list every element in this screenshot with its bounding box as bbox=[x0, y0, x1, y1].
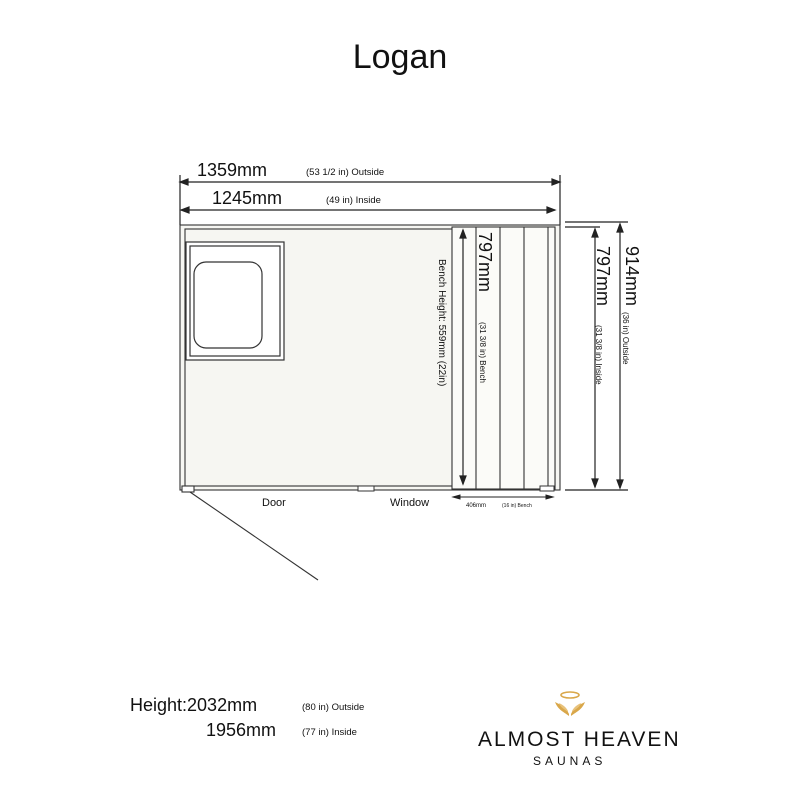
height-inside-value: 1956mm bbox=[206, 720, 277, 740]
inside-width-dimension-line bbox=[179, 206, 557, 214]
bench-width-note: (16 in) Bench bbox=[502, 503, 532, 509]
door-label: Door bbox=[262, 497, 286, 509]
outside-depth-note: (36 in) Outside bbox=[621, 312, 630, 365]
window-label: Window bbox=[390, 497, 430, 509]
inside-width-value: 1245mm bbox=[212, 188, 283, 208]
bench-width-value: 406mm bbox=[466, 503, 487, 509]
outside-depth-dimension-line bbox=[565, 221, 628, 491]
inside-depth-dimension-line bbox=[565, 226, 600, 489]
inside-depth-note: (31 3/8 in) Inside bbox=[594, 325, 603, 385]
door-swing bbox=[181, 485, 319, 581]
inside-width-note: (49 in) Inside bbox=[326, 195, 381, 206]
bench-depth-note: (31 3/8 in) Bench bbox=[478, 322, 487, 383]
halo-wings-icon bbox=[555, 691, 585, 716]
window-frame bbox=[357, 485, 555, 492]
inside-depth-value: 797mm bbox=[593, 246, 613, 307]
brand-sub: SAUNAS bbox=[533, 754, 607, 768]
outside-width-value: 1359mm bbox=[197, 160, 268, 180]
height-outside-value: Height:2032mm bbox=[130, 695, 258, 715]
heater bbox=[185, 241, 285, 361]
brand-name: ALMOST HEAVEN bbox=[478, 728, 681, 751]
bench-slats bbox=[451, 226, 556, 490]
height-inside-note: (77 in) Inside bbox=[302, 727, 357, 738]
outside-depth-value: 914mm bbox=[622, 246, 642, 307]
outside-width-note: (53 1/2 in) Outside bbox=[306, 167, 385, 178]
outside-width-dimension-line bbox=[178, 175, 562, 225]
bench-height-label: Bench Height: 559mm (22in) bbox=[436, 259, 447, 387]
bench-depth-value: 797mm bbox=[475, 232, 495, 293]
bench-depth-dimension-line bbox=[459, 228, 467, 486]
page-title: Logan bbox=[352, 38, 448, 76]
bench-width-dimension-line bbox=[451, 494, 555, 500]
height-outside-note: (80 in) Outside bbox=[302, 702, 365, 713]
